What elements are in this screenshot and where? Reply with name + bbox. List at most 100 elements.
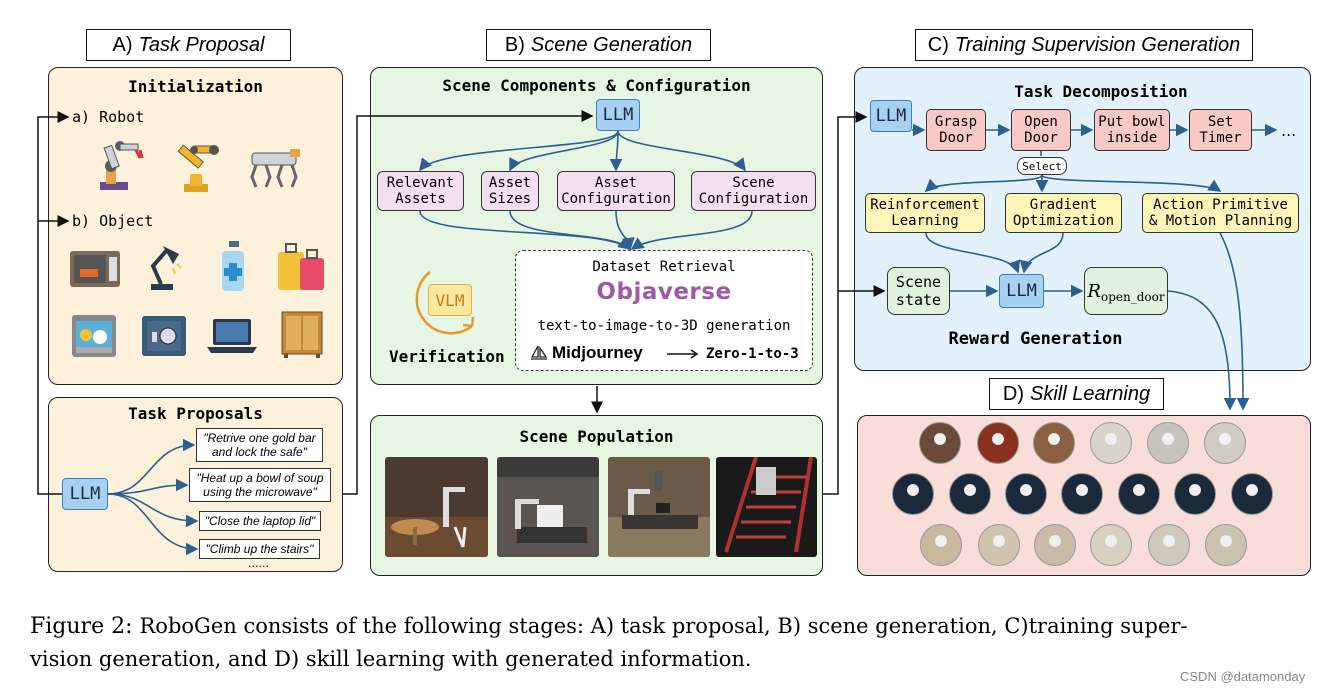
reward-subscript: open_door <box>1100 290 1165 304</box>
proposal-line1: "Retrive one gold bar <box>203 431 316 445</box>
scene-state-line1: Scene <box>895 273 942 291</box>
dispenser-bottle-icon <box>222 241 244 291</box>
stage-d-title: D)Skill Learning <box>989 378 1164 410</box>
steps-ellipsis: ... <box>1281 121 1297 140</box>
step-line2: Timer <box>1199 130 1242 146</box>
industrial-arm-icon <box>177 144 219 192</box>
skill-thumbnail <box>978 524 1020 566</box>
caption-line2: vision generation, and D) skill learning… <box>30 647 752 671</box>
vlm-box: VLM <box>428 284 472 316</box>
skill-thumbnail <box>949 473 991 515</box>
caption-label: Figure 2: <box>30 614 133 639</box>
skill-thumbnail <box>1118 473 1160 515</box>
dishwasher-icon <box>72 315 116 357</box>
skill-thumbnail <box>1005 473 1047 515</box>
skill-thumbnail <box>977 422 1019 464</box>
method-action-primitive: Action Primitive& Motion Planning <box>1142 193 1299 233</box>
step-line1: Open <box>1024 114 1058 130</box>
zero123-label: Zero-1-to-3 <box>706 346 799 362</box>
skill-thumbnail <box>1148 524 1190 566</box>
caption-line1: Figure 2: RoboGen consists of the follow… <box>30 614 1188 639</box>
stage-b-name: Scene Generation <box>530 33 693 56</box>
microwave-icon <box>70 251 120 287</box>
box-line2: Assets <box>395 191 446 207</box>
safe-icon <box>142 316 186 356</box>
dataset-retrieval-label: Dataset Retrieval <box>592 259 736 275</box>
cabinet-icon <box>281 311 323 358</box>
scene-population-heading: Scene Population <box>519 427 674 446</box>
proposal-line2: using the microwave" <box>203 485 317 499</box>
select-label: Select <box>1017 157 1067 175</box>
scene-components-heading: Scene Components & Configuration <box>442 76 751 95</box>
t2i3d-label: text-to-image-to-3D generation <box>537 318 791 334</box>
skill-thumbnail <box>1090 524 1132 566</box>
stage-a-title: A)Task Proposal <box>86 29 291 61</box>
scene-llm: LLM <box>596 99 640 131</box>
stage-c-title: C)Training Supervision Generation <box>915 29 1253 61</box>
box-line1: Relevant <box>386 175 455 191</box>
method-line2: Optimization <box>1012 213 1115 229</box>
proposal-ellipsis: ...... <box>248 557 269 570</box>
box-line2: Sizes <box>488 191 532 207</box>
method-line2: Learning <box>891 213 959 229</box>
reward-symbol: R <box>1087 280 1101 302</box>
task-decomposition-heading: Task Decomposition <box>1014 82 1188 101</box>
step-line2: Door <box>1024 130 1058 146</box>
step-line2: inside <box>1106 130 1158 146</box>
stage-b-letter: B) <box>504 33 525 56</box>
method-line2: & Motion Planning <box>1148 213 1293 229</box>
sailboat-icon <box>530 345 548 360</box>
method-line1: Reinforcement <box>870 197 980 213</box>
objaverse-logo: Objaverse <box>596 279 732 305</box>
stage-a-name: Task Proposal <box>138 33 265 56</box>
task-proposals-heading: Task Proposals <box>128 404 263 423</box>
skill-thumbnail <box>892 473 934 515</box>
skill-thumbnail <box>1034 524 1076 566</box>
skill-thumbnail <box>1231 473 1273 515</box>
suitcase-icon <box>278 243 324 290</box>
step-line2: Door <box>939 130 973 146</box>
proposal-line1: "Close the laptop lid" <box>204 514 316 528</box>
box-line2: Configuration <box>698 191 809 207</box>
scene-photo-table <box>385 457 488 557</box>
laptop-icon <box>207 319 257 353</box>
stage-c-name: Training Supervision Generation <box>954 33 1241 56</box>
skill-thumbnail <box>1205 524 1247 566</box>
proposal-item: "Climb up the stairs" <box>199 539 320 559</box>
quadruped-robot-icon <box>250 149 300 188</box>
skill-thumbnail <box>1033 422 1075 464</box>
stage-d-name: Skill Learning <box>1030 382 1151 405</box>
box-line1: Asset <box>488 175 532 191</box>
skill-thumbnail <box>1147 422 1189 464</box>
proposal-item: "Retrive one gold bar and lock the safe" <box>196 428 323 462</box>
proposal-item: "Close the laptop lid" <box>199 511 321 531</box>
skill-thumbnail <box>1090 422 1132 464</box>
robot-label: a) Robot <box>72 108 145 126</box>
scene-state-line2: state <box>895 291 942 309</box>
skill-thumbnail <box>919 422 961 464</box>
stage-a-letter: A) <box>112 33 133 56</box>
verification-label: Verification <box>389 347 505 366</box>
caption-text-1: RoboGen consists of the following stages… <box>139 614 1188 638</box>
skill-discs <box>857 415 1311 576</box>
arrow-right-icon <box>667 349 699 359</box>
object-label: b) Object <box>72 212 154 230</box>
decomposition-llm: LLM <box>870 100 912 132</box>
skill-thumbnail <box>1204 422 1246 464</box>
step-line1: Set <box>1207 114 1234 130</box>
stage-d-letter: D) <box>1002 382 1025 405</box>
scene-photo-microwave <box>497 457 599 557</box>
task-proposal-llm: LLM <box>62 478 108 510</box>
scene-photo-laptop <box>608 457 710 557</box>
skill-thumbnail <box>920 524 962 566</box>
proposal-item: "Heat up a bowl of soup using the microw… <box>189 468 331 502</box>
scene-photo-stairs <box>716 457 817 557</box>
